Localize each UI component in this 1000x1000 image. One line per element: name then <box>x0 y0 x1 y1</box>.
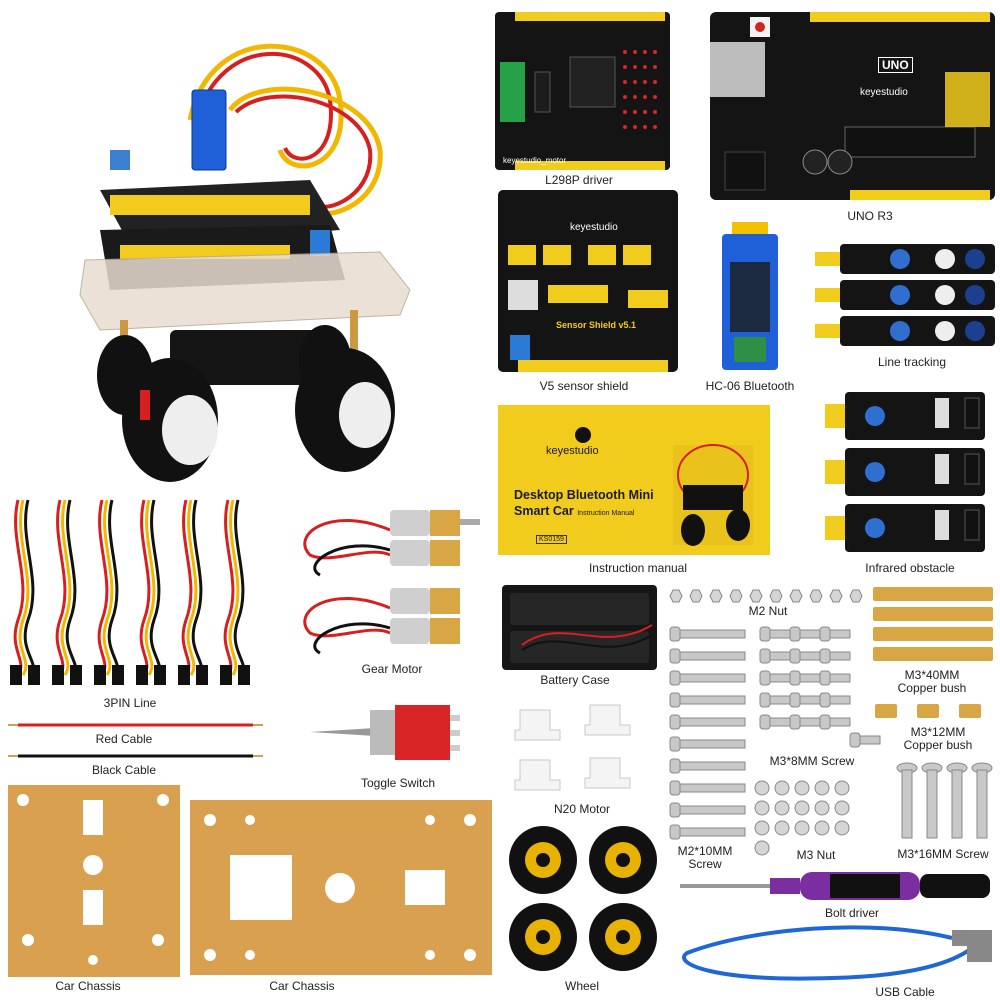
caption-m312-a: M3*12MM <box>910 725 966 739</box>
sensor-shield-icon <box>498 190 678 372</box>
chassis-icon <box>8 785 180 977</box>
caption-manual: Instruction manual <box>588 561 688 575</box>
chassis-large-icon <box>190 800 492 975</box>
infrared-obstacle-modules <box>825 390 995 555</box>
caption-3pin: 3PIN Line <box>103 696 157 710</box>
toggle-switch <box>305 700 465 770</box>
instruction-manual: keyestudio Desktop Bluetooth Mini Smart … <box>498 405 770 555</box>
caption-battery: Battery Case <box>540 673 610 687</box>
v5-board-name: Sensor Shield v5.1 <box>556 320 637 330</box>
l298p-board-icon <box>495 12 670 170</box>
caption-black-cable: Black Cable <box>91 763 157 777</box>
caption-bolt: Bolt driver <box>824 906 880 920</box>
copper-bush-small-icon <box>875 704 981 718</box>
copper-bush-icon <box>873 587 993 661</box>
caption-l298p: L298P driver <box>545 173 613 187</box>
infrared-icon <box>825 392 985 552</box>
red-cable <box>8 722 263 728</box>
caption-usb: USB Cable <box>875 985 935 999</box>
m2-nuts <box>668 588 863 604</box>
screw-short-icon <box>759 626 881 748</box>
m2-10-screws <box>669 625 750 840</box>
motor-mount-icon <box>514 704 631 791</box>
caption-m2-b: Screw <box>688 857 722 871</box>
m3-nuts <box>752 778 862 858</box>
caption-m316: M3*16MM Screw <box>897 847 989 861</box>
black-cable-icon <box>8 754 263 758</box>
caption-n20: N20 Motor <box>553 802 611 816</box>
manual-cover-icon <box>575 427 753 546</box>
caption-hc06: HC-06 Bluetooth <box>705 379 795 393</box>
robot-car-icon <box>79 43 411 482</box>
3pin-lines <box>8 498 258 690</box>
screwdriver-icon <box>680 872 990 900</box>
line-tracking-modules <box>815 242 995 348</box>
nut-icon <box>669 589 863 603</box>
hc06-module <box>722 222 778 370</box>
manual-title-line2: Smart Car <box>514 504 574 518</box>
manual-title-line1: Desktop Bluetooth Mini <box>514 488 654 502</box>
caption-gear-motor: Gear Motor <box>361 662 423 676</box>
wheels <box>505 825 665 973</box>
wheel-icon <box>509 826 657 971</box>
cable-icon <box>10 498 252 687</box>
caption-m3nut: M3 Nut <box>796 848 836 862</box>
battery-case-icon <box>502 585 657 670</box>
manual-logo: keyestudio <box>546 445 599 457</box>
m3-40-copper-bush <box>873 585 995 667</box>
red-cable-icon <box>8 723 263 727</box>
caption-m340-b: Copper bush <box>897 681 967 695</box>
screw-icon <box>669 626 746 840</box>
black-cable <box>8 753 263 759</box>
caption-m2nut: M2 Nut <box>748 604 788 618</box>
m3-12-copper-bush <box>875 702 985 720</box>
bluetooth-module-icon <box>722 222 778 370</box>
caption-red-cable: Red Cable <box>95 732 153 746</box>
car-chassis-small <box>8 785 180 977</box>
long-screw-icon <box>896 762 993 839</box>
toggle-switch-icon <box>310 705 460 760</box>
bolt-driver <box>680 868 995 904</box>
usb-cable-icon <box>682 925 992 981</box>
v5-brand-label: keyestudio <box>570 222 618 233</box>
caption-infrared: Infrared obstacle <box>865 561 955 575</box>
uno-board: keyestudio UNO <box>710 12 995 200</box>
caption-m312-b: Copper bush <box>903 738 973 752</box>
line-tracking-icon <box>815 244 995 346</box>
caption-uno: UNO R3 <box>847 209 893 223</box>
n20-motor-mounts <box>514 700 635 800</box>
caption-m340-a: M3*40MM <box>904 668 960 682</box>
assembled-car <box>79 30 420 490</box>
manual-title: Desktop Bluetooth Mini Smart Car Instruc… <box>514 487 654 522</box>
v5-sensor-shield: keyestudio Sensor Shield v5.1 <box>498 190 678 372</box>
caption-wheel: Wheel <box>564 979 600 993</box>
caption-chassis2: Car Chassis <box>269 979 335 993</box>
caption-toggle: Toggle Switch <box>360 776 436 790</box>
manual-subtitle: Instruction Manual <box>577 510 635 517</box>
m3-nut-icon <box>754 780 850 856</box>
caption-line-tracking: Line tracking <box>877 355 947 369</box>
driver-brand-label: keyestudio_motor <box>503 156 567 165</box>
uno-brand-label: keyestudio <box>860 87 908 98</box>
gear-motor-icon <box>303 510 480 655</box>
battery-case <box>502 585 657 670</box>
usb-cable <box>672 918 997 984</box>
caption-chassis1: Car Chassis <box>55 979 121 993</box>
caption-m2-a: M2*10MM <box>677 844 733 858</box>
caption-m38: M3*8MM Screw <box>769 754 855 768</box>
car-chassis-large <box>190 800 492 975</box>
caption-v5: V5 sensor shield <box>539 379 629 393</box>
m3-8-screws <box>759 625 885 750</box>
gear-motors <box>290 505 490 655</box>
manual-code: KS0159 <box>536 535 567 544</box>
uno-badge: UNO <box>878 57 913 73</box>
l298p-driver: keyestudio_motor <box>495 12 670 170</box>
uno-board-icon <box>710 12 995 200</box>
m3-16-screws <box>895 762 995 840</box>
